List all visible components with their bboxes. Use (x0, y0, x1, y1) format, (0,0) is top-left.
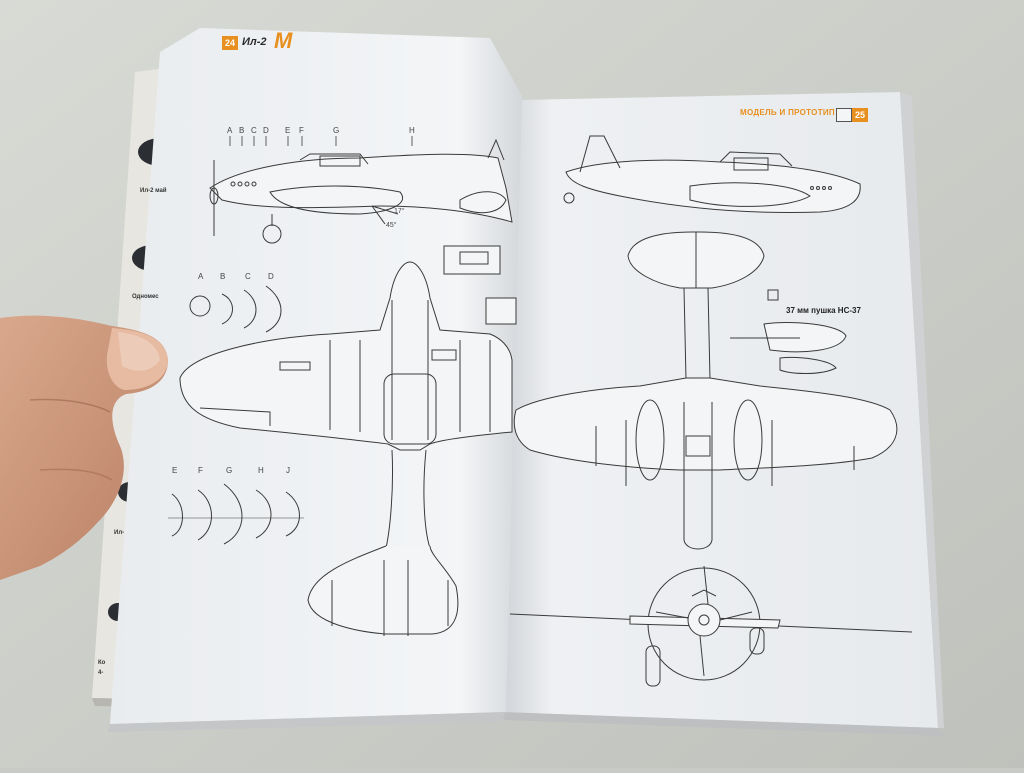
station-letter: G (333, 126, 340, 135)
station-letter: C (251, 126, 257, 135)
back-book-caption: 4- (98, 670, 104, 676)
back-book-caption: Ко (98, 660, 106, 666)
gun-caption: 37 мм пушка НС-37 (786, 306, 861, 315)
wing-sections-bottom (168, 483, 304, 545)
angle-label: 45° (386, 222, 397, 229)
station-letter: B (239, 126, 245, 135)
right-header-icon (836, 108, 852, 122)
gun-detail (730, 289, 847, 374)
section-letter: F (198, 466, 203, 475)
back-book-caption: Ил-2 май (140, 188, 167, 194)
hand (0, 315, 168, 580)
right-side-view (563, 135, 861, 213)
section-letter: J (286, 466, 290, 475)
right-running-title: МОДЕЛЬ И ПРОТОТИП (740, 108, 835, 117)
section-letter: G (226, 466, 233, 475)
section-letter: C (245, 272, 251, 281)
right-underside-view (513, 231, 898, 550)
left-side-view (209, 136, 513, 244)
station-letter: D (263, 126, 269, 135)
station-letter: A (227, 126, 233, 135)
right-page-number: 25 (852, 108, 868, 122)
magazine-logo: M (274, 28, 293, 53)
back-book-caption: Одномес (132, 294, 159, 300)
left-running-title: Ил-2 (242, 36, 267, 48)
back-book-caption: Ил- (114, 530, 125, 536)
right-front-view (509, 565, 913, 687)
station-letter: F (299, 126, 304, 135)
left-detail-sketches (443, 245, 517, 325)
section-letter: B (220, 272, 226, 281)
station-letter: E (285, 126, 291, 135)
section-letter: H (258, 466, 264, 475)
section-letter: A (198, 272, 204, 281)
right-header: МОДЕЛЬ И ПРОТОТИП (740, 102, 835, 120)
left-top-view (179, 261, 513, 636)
section-letter: E (172, 466, 178, 475)
wing-sections-top (189, 285, 282, 333)
section-letter: D (268, 272, 274, 281)
station-letter: H (409, 126, 415, 135)
angle-label: 17° (394, 208, 405, 215)
left-page-number: 24 (222, 36, 238, 50)
